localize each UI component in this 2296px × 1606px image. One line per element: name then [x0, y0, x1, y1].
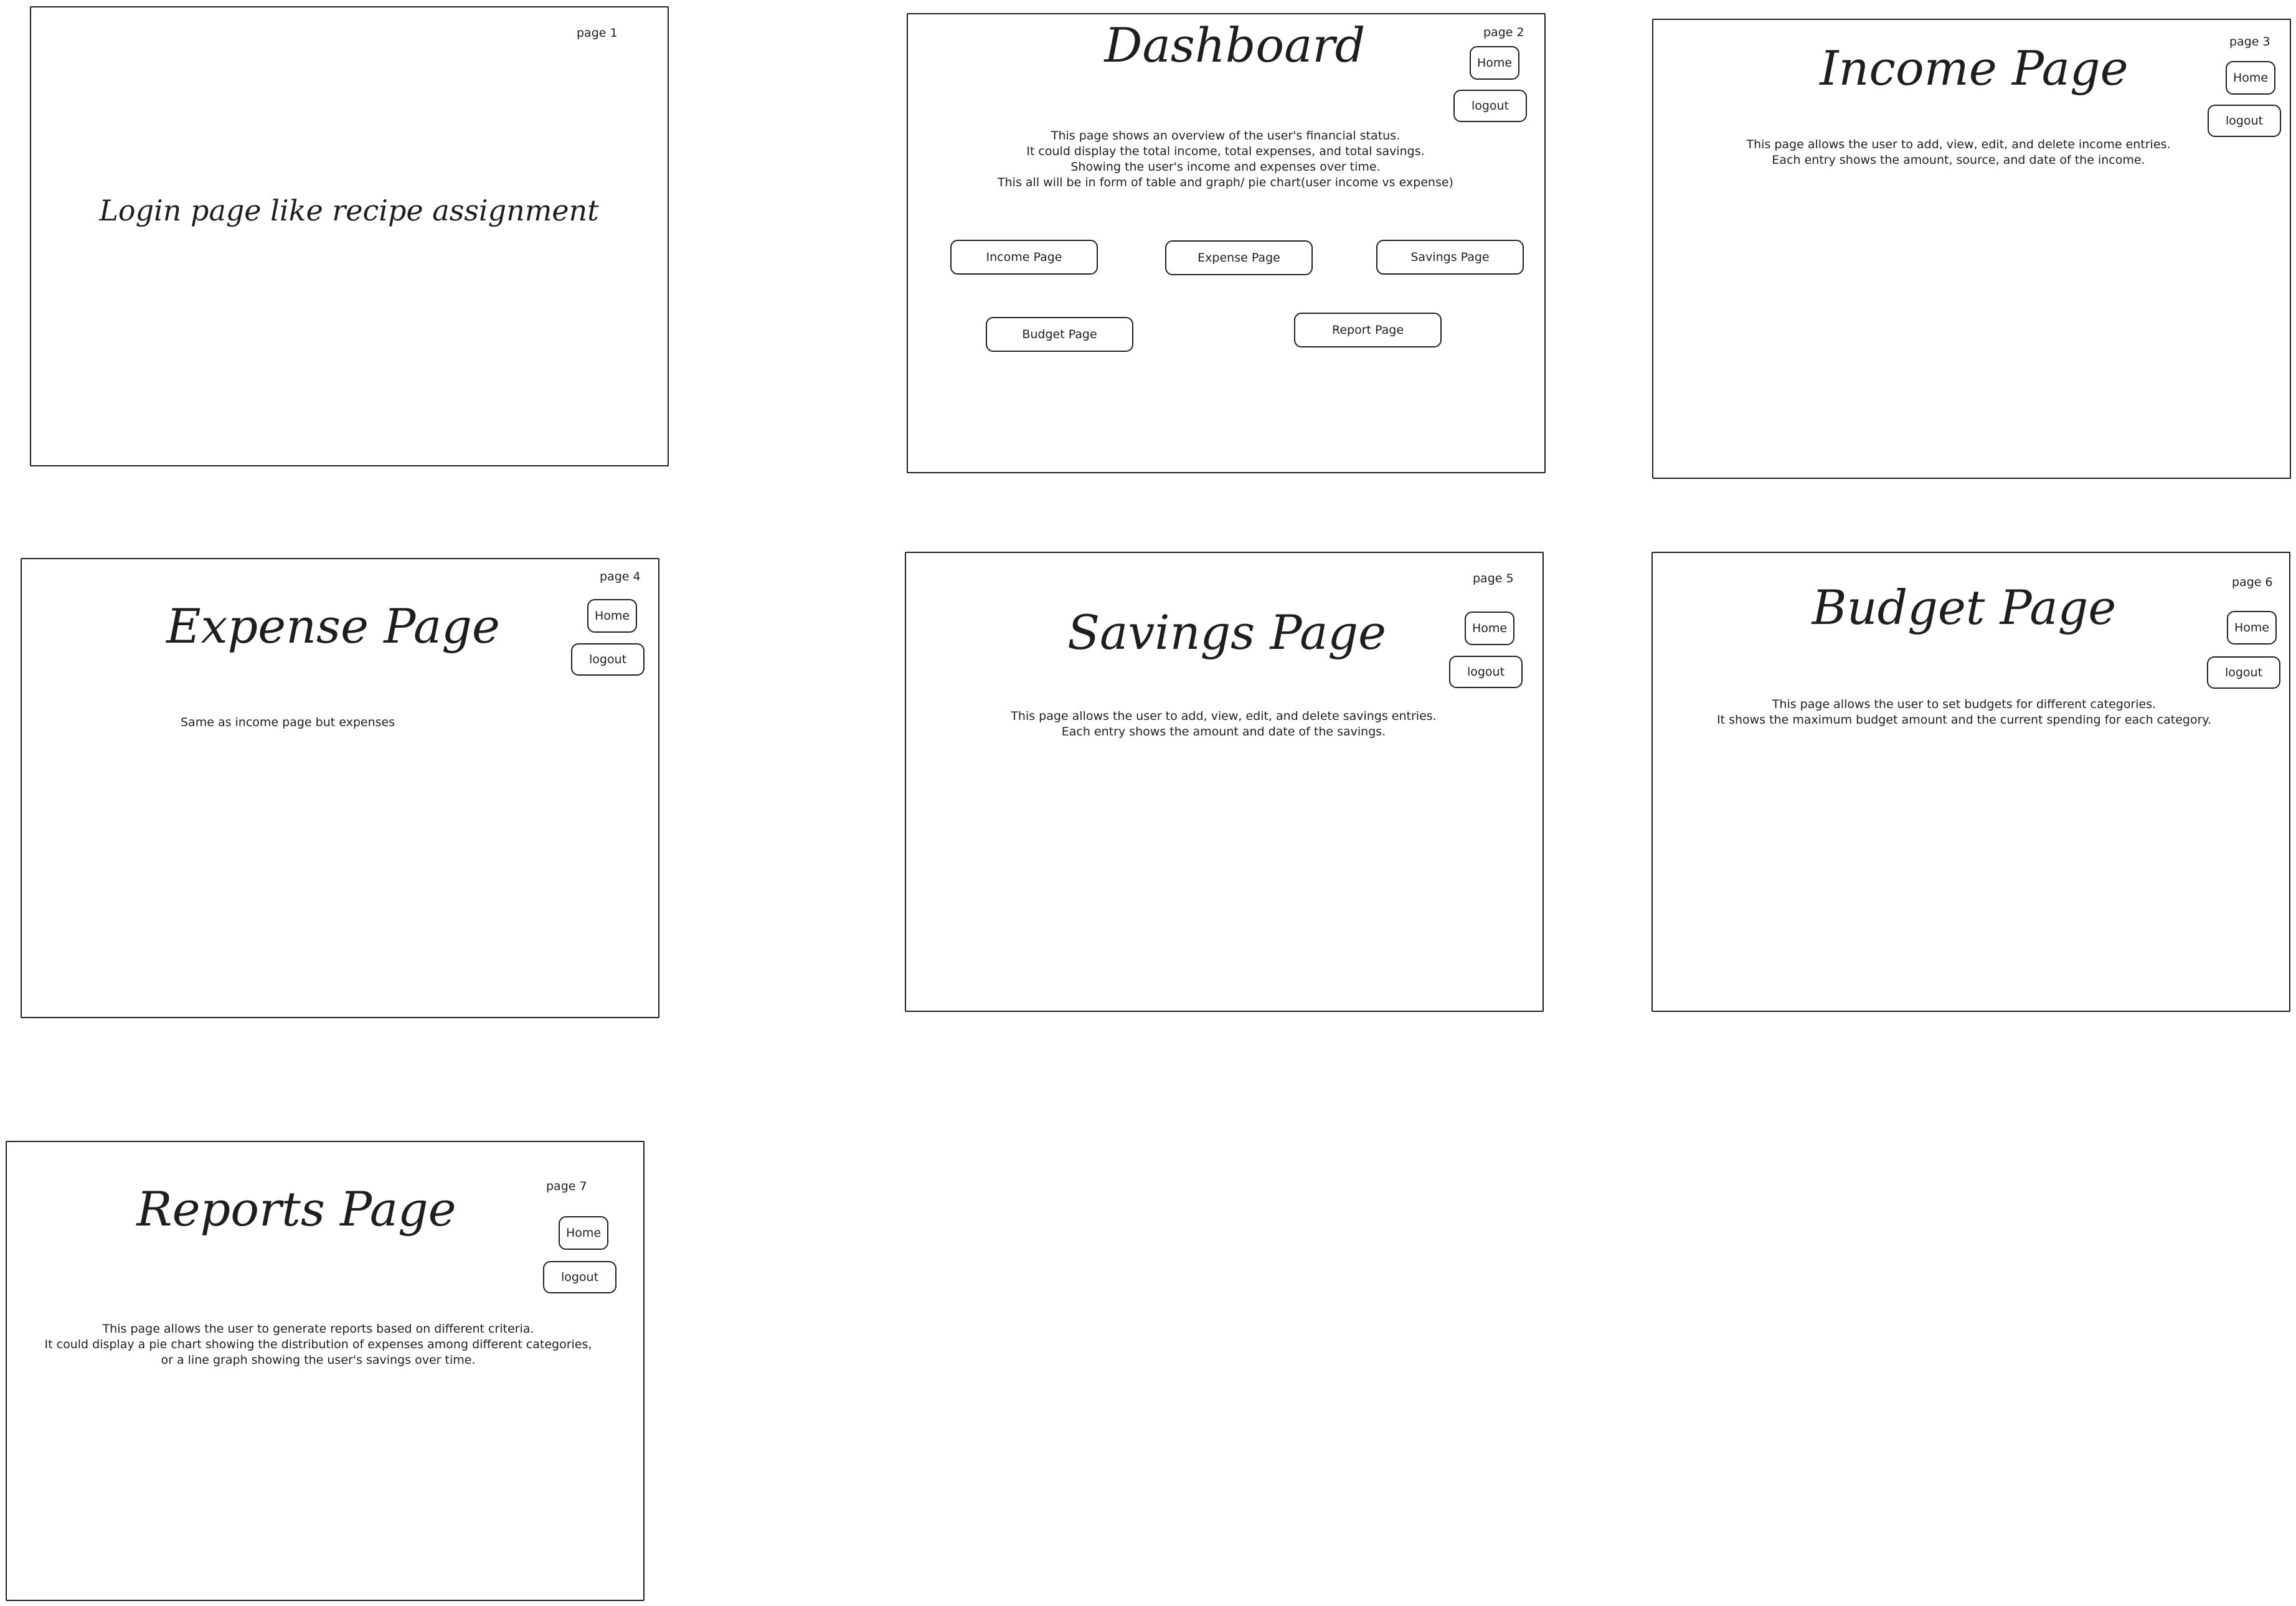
page-6-frame: page 6 Budget Page Home logout This page… [1651, 552, 2290, 1012]
page-2-frame: page 2 Dashboard Home logout This page s… [907, 13, 1546, 473]
logout-button[interactable]: logout [1449, 656, 1523, 688]
page-title: Dashboard [1104, 17, 1366, 73]
login-page-heading: Login page like recipe assignment [99, 194, 599, 227]
page-label: page 6 [2232, 575, 2273, 589]
page-title: Budget Page [1812, 580, 2117, 635]
logout-button[interactable]: logout [2208, 105, 2281, 137]
home-button[interactable]: Home [2227, 611, 2277, 645]
income-page-button[interactable]: Income Page [950, 240, 1098, 275]
page-label: page 5 [1473, 572, 1514, 585]
logout-button[interactable]: logout [543, 1261, 617, 1293]
page-title: Savings Page [1067, 605, 1387, 660]
page-label: page 4 [600, 570, 641, 583]
home-button[interactable]: Home [587, 599, 637, 633]
home-button[interactable]: Home [1470, 46, 1519, 80]
report-page-button[interactable]: Report Page [1294, 313, 1442, 347]
home-button[interactable]: Home [1465, 612, 1514, 645]
budget-page-button[interactable]: Budget Page [986, 317, 1133, 352]
page-label: page 2 [1483, 26, 1524, 39]
savings-description: This page allows the user to add, view, … [1011, 709, 1437, 739]
page-7-frame: page 7 Reports Page Home logout This pag… [6, 1141, 645, 1601]
dashboard-description: This page shows an overview of the user'… [998, 129, 1453, 189]
home-button[interactable]: Home [2226, 61, 2275, 95]
page-5-frame: page 5 Savings Page Home logout This pag… [905, 552, 1544, 1012]
page-4-frame: page 4 Expense Page Home logout Same as … [21, 558, 659, 1018]
budget-description: This page allows the user to set budgets… [1717, 697, 2211, 727]
savings-page-button[interactable]: Savings Page [1376, 240, 1524, 275]
page-title: Reports Page [136, 1181, 456, 1237]
page-3-frame: page 3 Income Page Home logout This page… [1652, 19, 2291, 479]
page-1-frame: page 1 Login page like recipe assignment [30, 6, 669, 466]
page-label: page 3 [2229, 35, 2270, 49]
logout-button[interactable]: logout [571, 643, 645, 676]
logout-button[interactable]: logout [1453, 90, 1527, 122]
page-title: Expense Page [166, 598, 500, 654]
home-button[interactable]: Home [559, 1216, 608, 1250]
page-label: page 1 [577, 26, 618, 40]
expense-description: Same as income page but expenses [181, 716, 395, 729]
page-label: page 7 [546, 1179, 587, 1193]
logout-button[interactable]: logout [2207, 656, 2280, 689]
page-title: Income Page [1820, 40, 2128, 96]
income-description: This page allows the user to add, view, … [1746, 138, 2171, 167]
reports-description: This page allows the user to generate re… [44, 1322, 592, 1367]
expense-page-button[interactable]: Expense Page [1165, 240, 1313, 275]
